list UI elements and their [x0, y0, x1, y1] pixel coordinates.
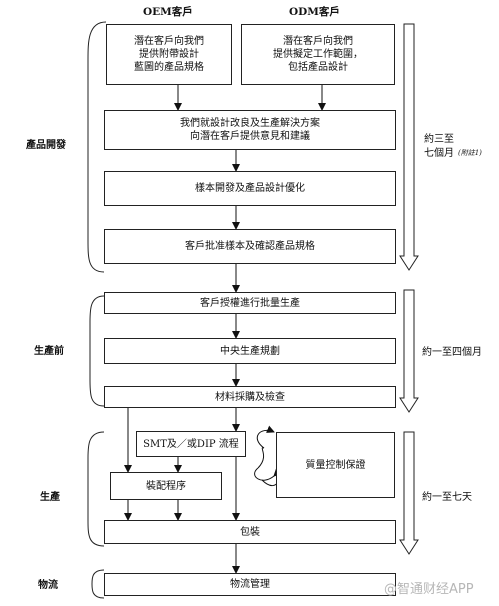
bracket-logistics: [91, 569, 105, 599]
duration-production: 約一至七天: [422, 492, 472, 503]
stage-label-pre-production: 生產前: [34, 346, 64, 357]
box-smt-dip-process: SMT及／或DIP 流程: [136, 431, 246, 457]
duration-arrow-production: [399, 431, 419, 555]
duration-arrow-pre-production: [399, 289, 419, 413]
box-central-planning: 中央生產規劃: [104, 338, 396, 364]
box-authorize-mass-production: 客戶授權進行批量生產: [104, 292, 396, 314]
box-packaging: 包裝: [104, 520, 396, 544]
watermark: @智通财经APP: [384, 582, 474, 597]
bracket-pre-production: [89, 295, 105, 407]
box-quality-control: 質量控制保證: [276, 432, 395, 498]
bracket-product-dev: [87, 21, 107, 273]
stage-label-product-dev: 產品開發: [26, 140, 66, 151]
box-sample-development: 樣本開發及產品設計優化: [104, 171, 396, 206]
duration-product-dev-note: (附註1): [458, 149, 482, 157]
bracket-production: [87, 431, 105, 547]
box-material-purchase: 材料採購及檢查: [104, 386, 396, 408]
box-logistics-management: 物流管理: [104, 573, 396, 596]
box-design-advice: 我們就設計改良及生產解決方案 向潛在客戶提供意見和建議: [104, 110, 396, 150]
stage-label-production: 生產: [40, 492, 60, 503]
stage-label-logistics: 物流: [38, 580, 58, 591]
box-assembly: 裝配程序: [110, 472, 222, 500]
header-oem-customer: OEM客戶: [143, 6, 193, 18]
box-odm-customer-request: 潛在客戶向我們 提供擬定工作範圍， 包括產品設計: [241, 24, 395, 85]
box-customer-approval: 客戶批准樣本及確認產品規格: [104, 229, 396, 264]
box-oem-customer-request: 潛在客戶向我們 提供附帶設計 藍圖的產品規格: [106, 24, 232, 85]
header-odm-customer: ODM客戶: [289, 6, 340, 18]
duration-product-dev: 約三至 七個月: [424, 134, 454, 159]
duration-arrow-product-dev: [399, 23, 419, 271]
duration-pre-production: 約一至四個月: [422, 347, 482, 358]
